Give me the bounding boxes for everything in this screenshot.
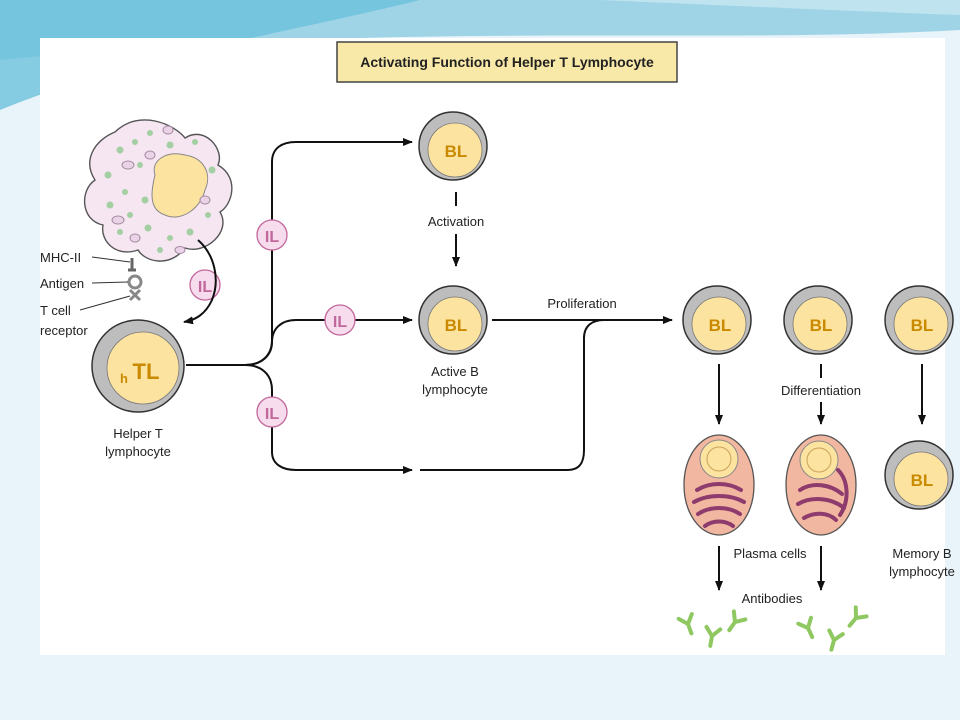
- b-cell-proliferated-1-label: BL: [709, 316, 732, 335]
- helper-t-caption-line1: Helper T: [113, 426, 163, 441]
- antibody-2: [701, 624, 723, 650]
- il-middle-label: IL: [333, 314, 347, 331]
- right-wave-decoration: [600, 0, 960, 15]
- macrophage-to-helper-arrow: [183, 239, 217, 325]
- bottom-merge-path: [420, 319, 605, 471]
- diagram-title: Activating Function of Helper T Lymphocy…: [360, 54, 654, 70]
- tcr-leader: [79, 295, 131, 311]
- b-cell-naive-label: BL: [445, 142, 468, 161]
- tcr-label-line2: receptor: [40, 323, 88, 338]
- pathway-bottom-arrow: [186, 364, 413, 474]
- antibody-1: [676, 612, 700, 638]
- active-b-caption-line1: Active B: [431, 364, 479, 379]
- helper-t-label: TL: [133, 359, 160, 384]
- pathway-middle-arrow: [186, 316, 413, 366]
- antigen-leader: [91, 281, 129, 284]
- memory-b-caption-line2: lymphocyte: [889, 564, 955, 579]
- il-top-label: IL: [265, 229, 279, 246]
- active-b-caption-line2: lymphocyte: [422, 382, 488, 397]
- antibody-6: [842, 605, 869, 633]
- title-box: [336, 41, 678, 83]
- antigen-label: Antigen: [40, 276, 84, 291]
- left-wave-decoration: [0, 0, 420, 110]
- helper-t-subscript: h: [120, 371, 128, 386]
- activation-label: Activation: [428, 214, 484, 229]
- plasma-cells-label: Plasma cells: [734, 546, 807, 561]
- antibody-4: [796, 615, 821, 643]
- mhc-leader: [91, 256, 131, 263]
- b-cell-proliferated-3-label: BL: [911, 316, 934, 335]
- plasma-cell-2: [785, 434, 857, 536]
- antibodies-label: Antibodies: [742, 591, 803, 606]
- b-cell-proliferated-2-label: BL: [810, 316, 833, 335]
- tcr-label-line1: T cell: [40, 303, 71, 318]
- mhc-label: MHC-II: [40, 250, 81, 265]
- antibody-5: [822, 628, 845, 654]
- memory-b-cell-label: BL: [911, 471, 934, 490]
- il-bottom-label: IL: [265, 406, 279, 423]
- b-cell-active-label: BL: [445, 316, 468, 335]
- helper-t-cell: [91, 319, 185, 413]
- proliferation-label: Proliferation: [547, 296, 616, 311]
- helper-t-caption-line2: lymphocyte: [105, 444, 171, 459]
- macrophage: [83, 119, 233, 302]
- antibody-3: [721, 609, 748, 637]
- plasma-cell-1: [683, 434, 755, 536]
- differentiation-label: Differentiation: [781, 383, 861, 398]
- memory-b-caption-line1: Memory B: [892, 546, 951, 561]
- il-macrophage-label: IL: [198, 279, 212, 296]
